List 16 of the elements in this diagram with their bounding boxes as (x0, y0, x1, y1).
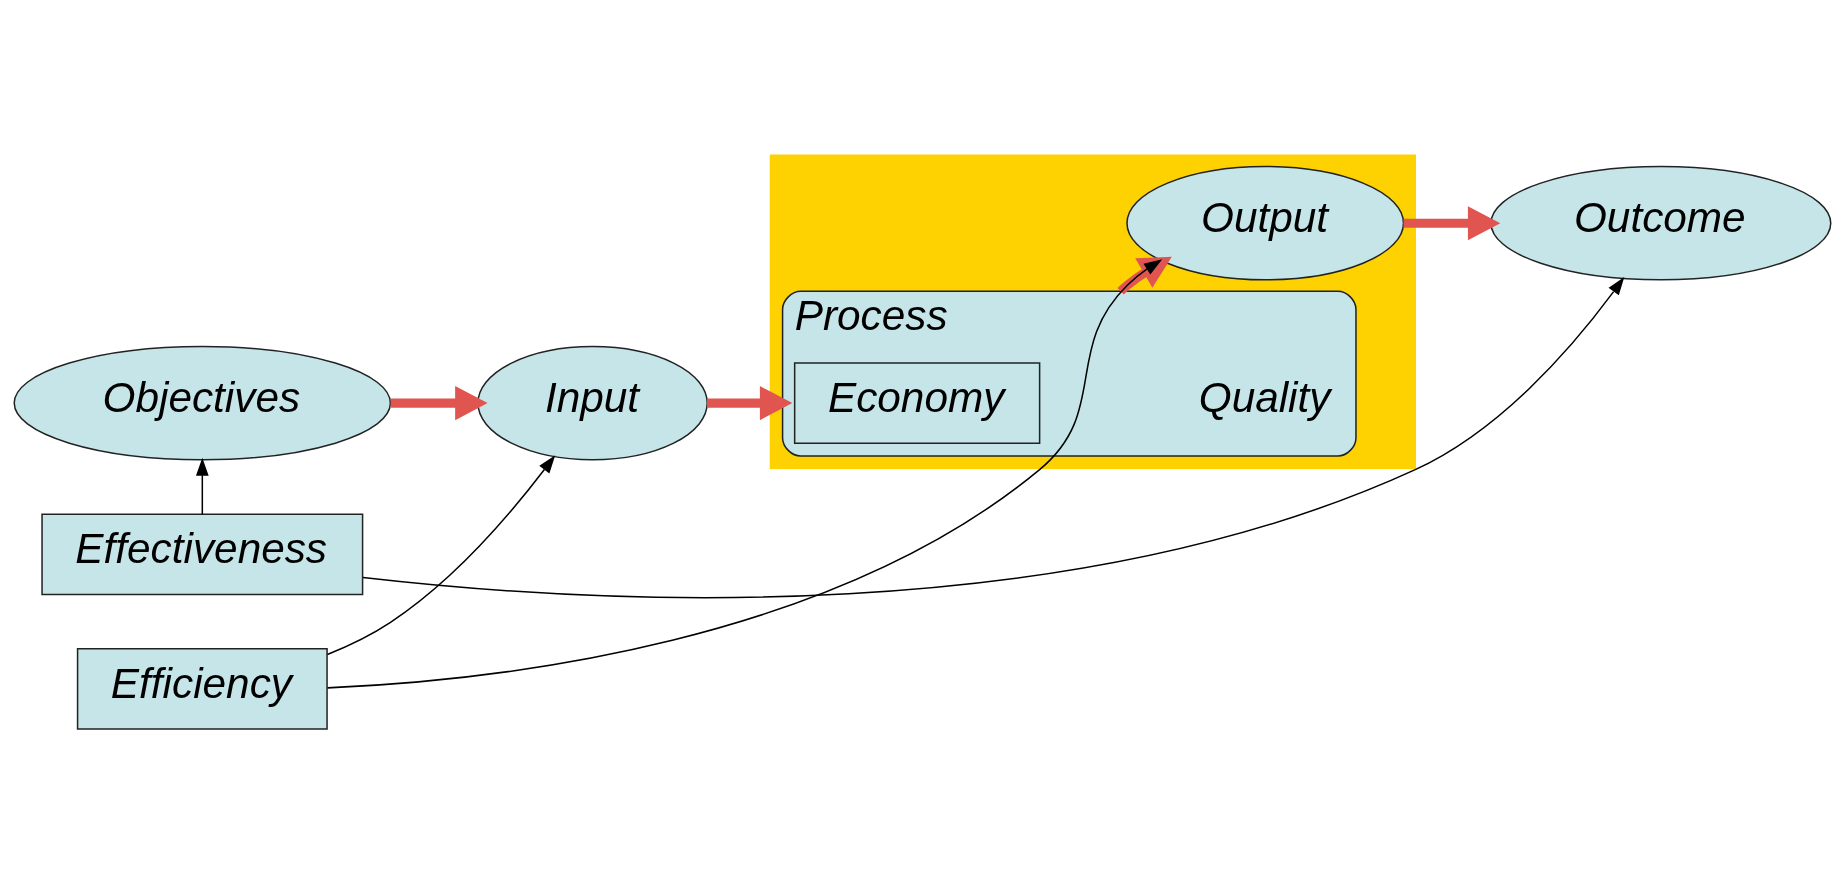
arrow (195, 457, 209, 515)
node-ellipse: Outcome (1490, 165, 1832, 281)
arrow (326, 454, 556, 655)
node-box: Effectiveness (41, 513, 364, 595)
arrow (326, 258, 1163, 689)
node-box: Economy (793, 361, 1041, 444)
arrow (707, 385, 793, 420)
cluster (769, 153, 1416, 469)
node-box: Efficiency (76, 647, 328, 730)
arrow (1403, 205, 1501, 240)
arrow (390, 385, 488, 420)
node-ellipse: Input (477, 345, 708, 460)
node-ellipse: Output (1126, 165, 1405, 281)
node-ellipse: Objectives (13, 345, 392, 460)
arrow (362, 276, 1625, 598)
arrow (1117, 256, 1172, 294)
